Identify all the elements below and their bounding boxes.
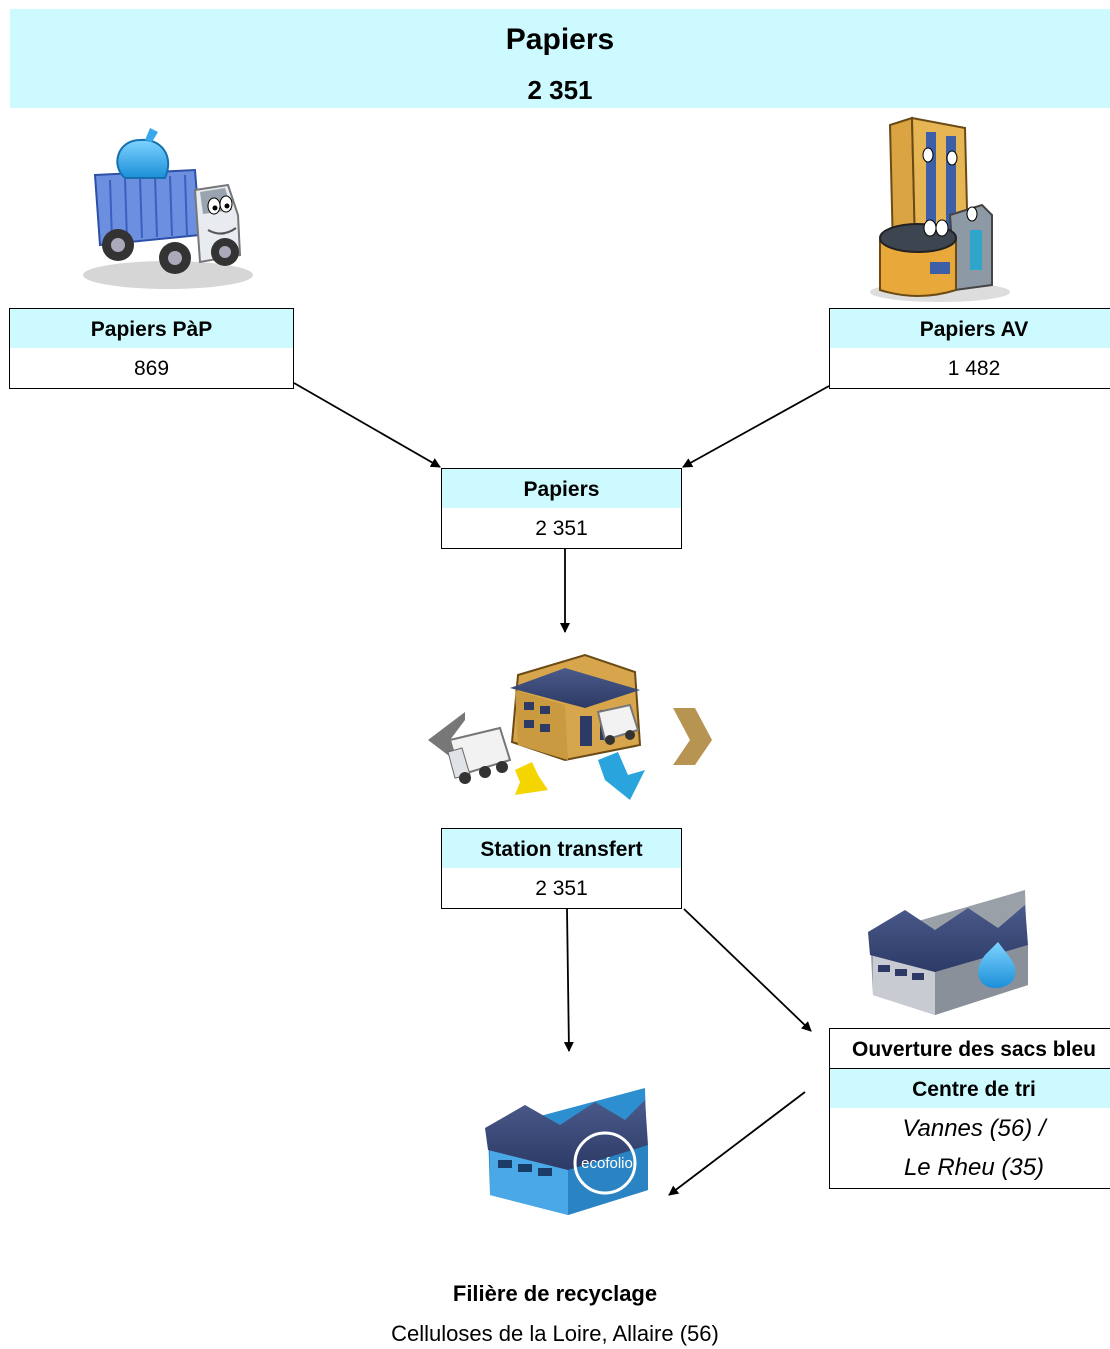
sorting-centre-factory-icon: [868, 890, 1028, 1015]
arrow-av-to-papiers: [682, 385, 830, 468]
node-label: Papiers: [442, 469, 681, 508]
header-total: 2 351: [527, 75, 593, 105]
node-value: 869: [133, 357, 170, 380]
header-banner: Papiers 2 351: [10, 9, 1110, 108]
node-papiers-av: Papiers AV 1 482: [829, 308, 1110, 389]
node-label: Station transfert: [442, 829, 681, 868]
node-papiers-pap: Papiers PàP 869: [9, 308, 294, 389]
node-location-line2: Le Rheu (35): [903, 1154, 1045, 1181]
node-title: Ouverture des sacs bleu: [830, 1029, 1110, 1068]
arrow-station-to-centre: [683, 908, 812, 1032]
node-value: 2 351: [535, 517, 588, 540]
node-value: 1 482: [947, 357, 1001, 380]
node-label: Papiers PàP: [10, 309, 293, 348]
node-label: Centre de tri: [830, 1068, 1110, 1108]
drop-off-bins-icon: [870, 116, 1010, 302]
transfer-station-icon: [428, 653, 712, 800]
arrow-centre-to-recycling: [668, 1091, 806, 1196]
arrow-station-to-recycling: [563, 908, 574, 1052]
footer-title: Filière de recyclage: [452, 1281, 658, 1306]
recycling-factory-icon: ecofolio: [485, 1088, 648, 1215]
arrow-pap-to-papiers: [293, 382, 441, 468]
node-papiers: Papiers 2 351: [441, 468, 682, 549]
node-station-transfert: Station transfert 2 351: [441, 828, 682, 909]
collection-truck-icon: [83, 128, 253, 289]
node-value: 2 351: [535, 877, 588, 900]
ecofolio-label: ecofolio: [581, 1155, 633, 1172]
header-title: Papiers: [505, 23, 615, 56]
node-label: Papiers AV: [830, 309, 1110, 348]
node-location-line1: Vannes (56) /: [902, 1115, 1046, 1142]
node-centre-de-tri: Ouverture des sacs bleu Centre de tri Va…: [829, 1028, 1110, 1189]
footer-subtitle: Celluloses de la Loire, Allaire (56): [391, 1321, 719, 1346]
